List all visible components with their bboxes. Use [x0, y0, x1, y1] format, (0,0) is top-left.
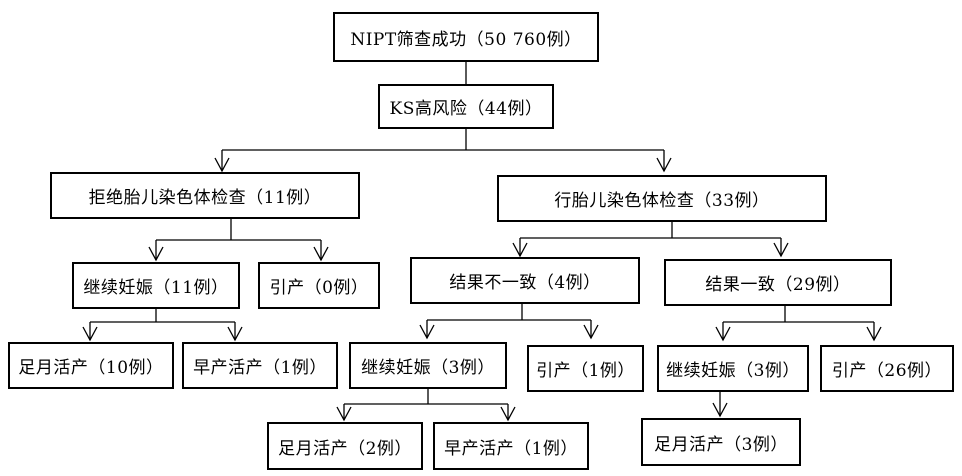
node-ks-high-risk: KS高风险（44例） [378, 84, 554, 129]
arrow-head [712, 402, 728, 418]
node-result-consistent: 结果一致（29例） [664, 259, 892, 306]
arrow-head [227, 326, 243, 342]
node-continue-pregnancy-a: 继续妊娠（11例） [72, 262, 240, 309]
node-continue-pregnancy-c: 继续妊娠（3例） [657, 345, 809, 392]
node-result-inconsistent: 结果不一致（4例） [410, 257, 640, 304]
arrow-head [583, 324, 599, 340]
node-prenatal-testing: 行胎儿染色体检查（33例） [497, 175, 827, 222]
arrow-head [773, 242, 789, 258]
node-induced-abortion-a: 引产（0例） [258, 262, 380, 309]
arrow-head [336, 406, 352, 422]
node-preterm-birth-b: 早产活产（1例） [433, 422, 589, 470]
node-preterm-birth-a: 早产活产（1例） [182, 342, 338, 389]
arrow-head [866, 326, 882, 342]
node-refuse-testing: 拒绝胎儿染色体检查（11例） [50, 172, 360, 219]
arrow-head [419, 324, 435, 340]
node-full-term-birth-a: 足月活产（10例） [8, 342, 174, 389]
node-nipt-screening: NIPT筛查成功（50 760例） [333, 12, 599, 62]
arrow-head [500, 406, 516, 422]
arrow-head [512, 242, 528, 258]
arrow-head [715, 326, 731, 342]
node-full-term-birth-b: 足月活产（2例） [267, 422, 423, 470]
node-induced-abortion-c: 引产（26例） [820, 345, 954, 392]
arrow-head [656, 157, 672, 173]
node-continue-pregnancy-b: 继续妊娠（3例） [349, 342, 507, 389]
node-induced-abortion-b: 引产（1例） [527, 345, 644, 392]
arrow-head [214, 157, 230, 173]
node-full-term-birth-c: 足月活产（3例） [641, 418, 801, 466]
arrow-head [82, 326, 98, 342]
arrow-head [313, 246, 329, 262]
arrow-head [148, 246, 164, 262]
